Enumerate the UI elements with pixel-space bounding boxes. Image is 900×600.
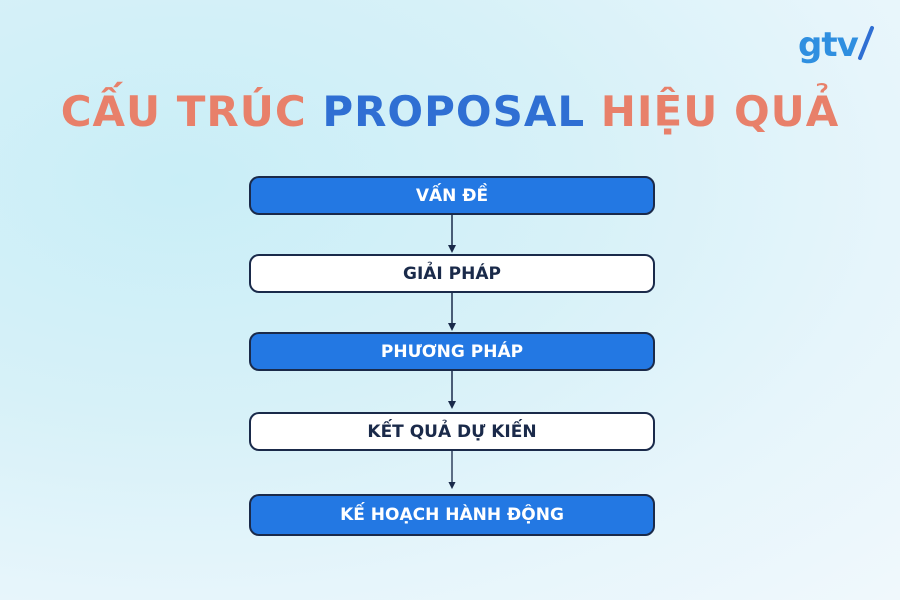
title-part2: PROPOSAL <box>322 87 586 136</box>
arrow-down-icon <box>448 451 456 490</box>
step-phuong-phap: PHƯƠNG PHÁP <box>249 332 655 371</box>
title-part1: CẤU TRÚC <box>60 87 307 136</box>
page-title: CẤU TRÚC PROPOSAL HIỆU QUẢ <box>0 82 900 142</box>
step-ket-qua-du-kien: KẾT QUẢ DỰ KIẾN <box>249 412 655 451</box>
logo-text: gtv <box>798 25 859 65</box>
step-label: GIẢI PHÁP <box>403 263 501 284</box>
step-label: VẤN ĐỀ <box>415 185 489 206</box>
step-label: KẾ HOẠCH HÀNH ĐỘNG <box>340 505 564 525</box>
step-giai-phap: GIẢI PHÁP <box>249 254 655 293</box>
step-ke-hoach-hanh-dong: KẾ HOẠCH HÀNH ĐỘNG <box>249 494 655 536</box>
step-label: KẾT QUẢ DỰ KIẾN <box>367 421 537 442</box>
arrow-down-icon <box>448 371 456 409</box>
title-part3: HIỆU QUẢ <box>600 87 840 136</box>
gtv-logo: gtv <box>798 25 874 65</box>
step-van-de: VẤN ĐỀ <box>249 176 655 215</box>
step-label: PHƯƠNG PHÁP <box>380 341 524 362</box>
arrow-down-icon <box>448 215 456 253</box>
arrow-down-icon <box>448 293 456 331</box>
